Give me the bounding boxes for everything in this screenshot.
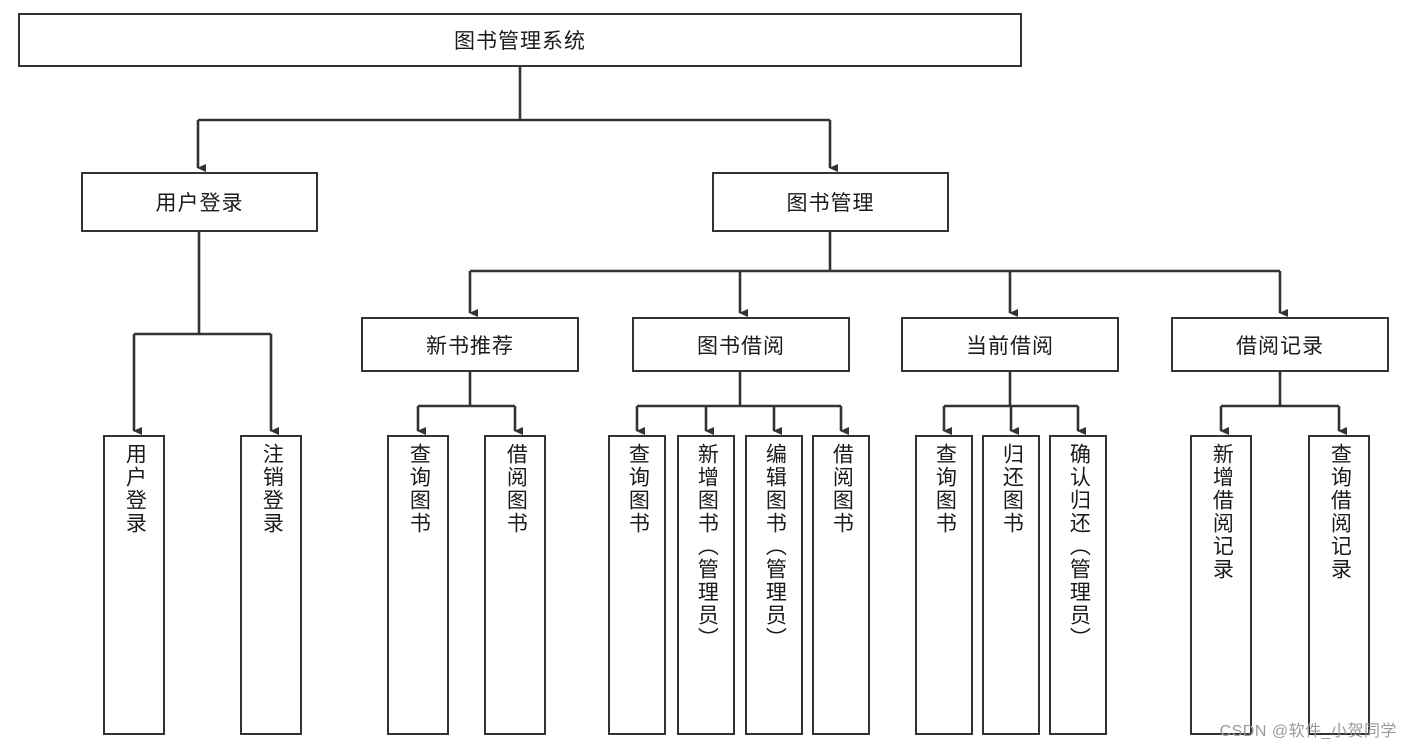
watermark: CSDN @软件_小贺同学: [1219, 723, 1397, 740]
node-current-borrow-label: 当前借阅: [966, 334, 1054, 358]
node-leaf-add-borrow-record-label: 新增借阅记录: [1210, 443, 1234, 581]
node-leaf-add-book-admin[interactable]: 新增图书（管理员）: [677, 435, 735, 735]
node-book-borrow[interactable]: 图书借阅: [632, 317, 850, 372]
node-new-book-recommend[interactable]: 新书推荐: [361, 317, 579, 372]
node-leaf-add-book-admin-label: 新增图书（管理员）: [695, 443, 719, 650]
node-new-book-recommend-label: 新书推荐: [426, 334, 514, 358]
node-borrow-record[interactable]: 借阅记录: [1171, 317, 1389, 372]
node-book-borrow-label: 图书借阅: [697, 334, 785, 358]
node-leaf-query-borrow-record[interactable]: 查询借阅记录: [1308, 435, 1370, 735]
node-book-management-label: 图书管理: [786, 192, 875, 215]
node-leaf-add-borrow-record[interactable]: 新增借阅记录: [1190, 435, 1252, 735]
node-leaf-borrow-book-recommend[interactable]: 借阅图书: [484, 435, 546, 735]
node-leaf-confirm-return-admin[interactable]: 确认归还（管理员）: [1049, 435, 1107, 735]
node-leaf-return-book-label: 归还图书: [1000, 443, 1024, 535]
node-leaf-return-book[interactable]: 归还图书: [982, 435, 1040, 735]
node-current-borrow[interactable]: 当前借阅: [901, 317, 1119, 372]
node-leaf-query-book-label: 查询图书: [626, 443, 650, 535]
node-user-login-label: 用户登录: [155, 192, 244, 215]
node-leaf-query-book-current[interactable]: 查询图书: [915, 435, 973, 735]
node-user-login[interactable]: 用户登录: [81, 172, 318, 232]
node-leaf-borrow-book-recommend-label: 借阅图书: [504, 443, 528, 535]
node-leaf-query-book-current-label: 查询图书: [933, 443, 957, 535]
node-leaf-query-borrow-record-label: 查询借阅记录: [1328, 443, 1352, 581]
node-leaf-query-book-recommend-label: 查询图书: [407, 443, 431, 535]
node-leaf-edit-book-admin-label: 编辑图书（管理员）: [763, 443, 787, 650]
node-book-management[interactable]: 图书管理: [712, 172, 949, 232]
node-root[interactable]: 图书管理系统: [18, 13, 1022, 67]
node-leaf-confirm-return-admin-label: 确认归还（管理员）: [1067, 443, 1091, 650]
node-borrow-record-label: 借阅记录: [1236, 334, 1324, 358]
node-leaf-query-book-recommend[interactable]: 查询图书: [387, 435, 449, 735]
node-leaf-user-logout-label: 注销登录: [260, 443, 284, 535]
node-leaf-user-logout[interactable]: 注销登录: [240, 435, 302, 735]
node-leaf-edit-book-admin[interactable]: 编辑图书（管理员）: [745, 435, 803, 735]
node-leaf-query-book[interactable]: 查询图书: [608, 435, 666, 735]
node-leaf-user-login-label: 用户登录: [123, 443, 147, 535]
node-leaf-user-login[interactable]: 用户登录: [103, 435, 165, 735]
node-root-label: 图书管理系统: [454, 30, 586, 53]
node-leaf-borrow-book-label: 借阅图书: [830, 443, 854, 535]
node-leaf-borrow-book[interactable]: 借阅图书: [812, 435, 870, 735]
